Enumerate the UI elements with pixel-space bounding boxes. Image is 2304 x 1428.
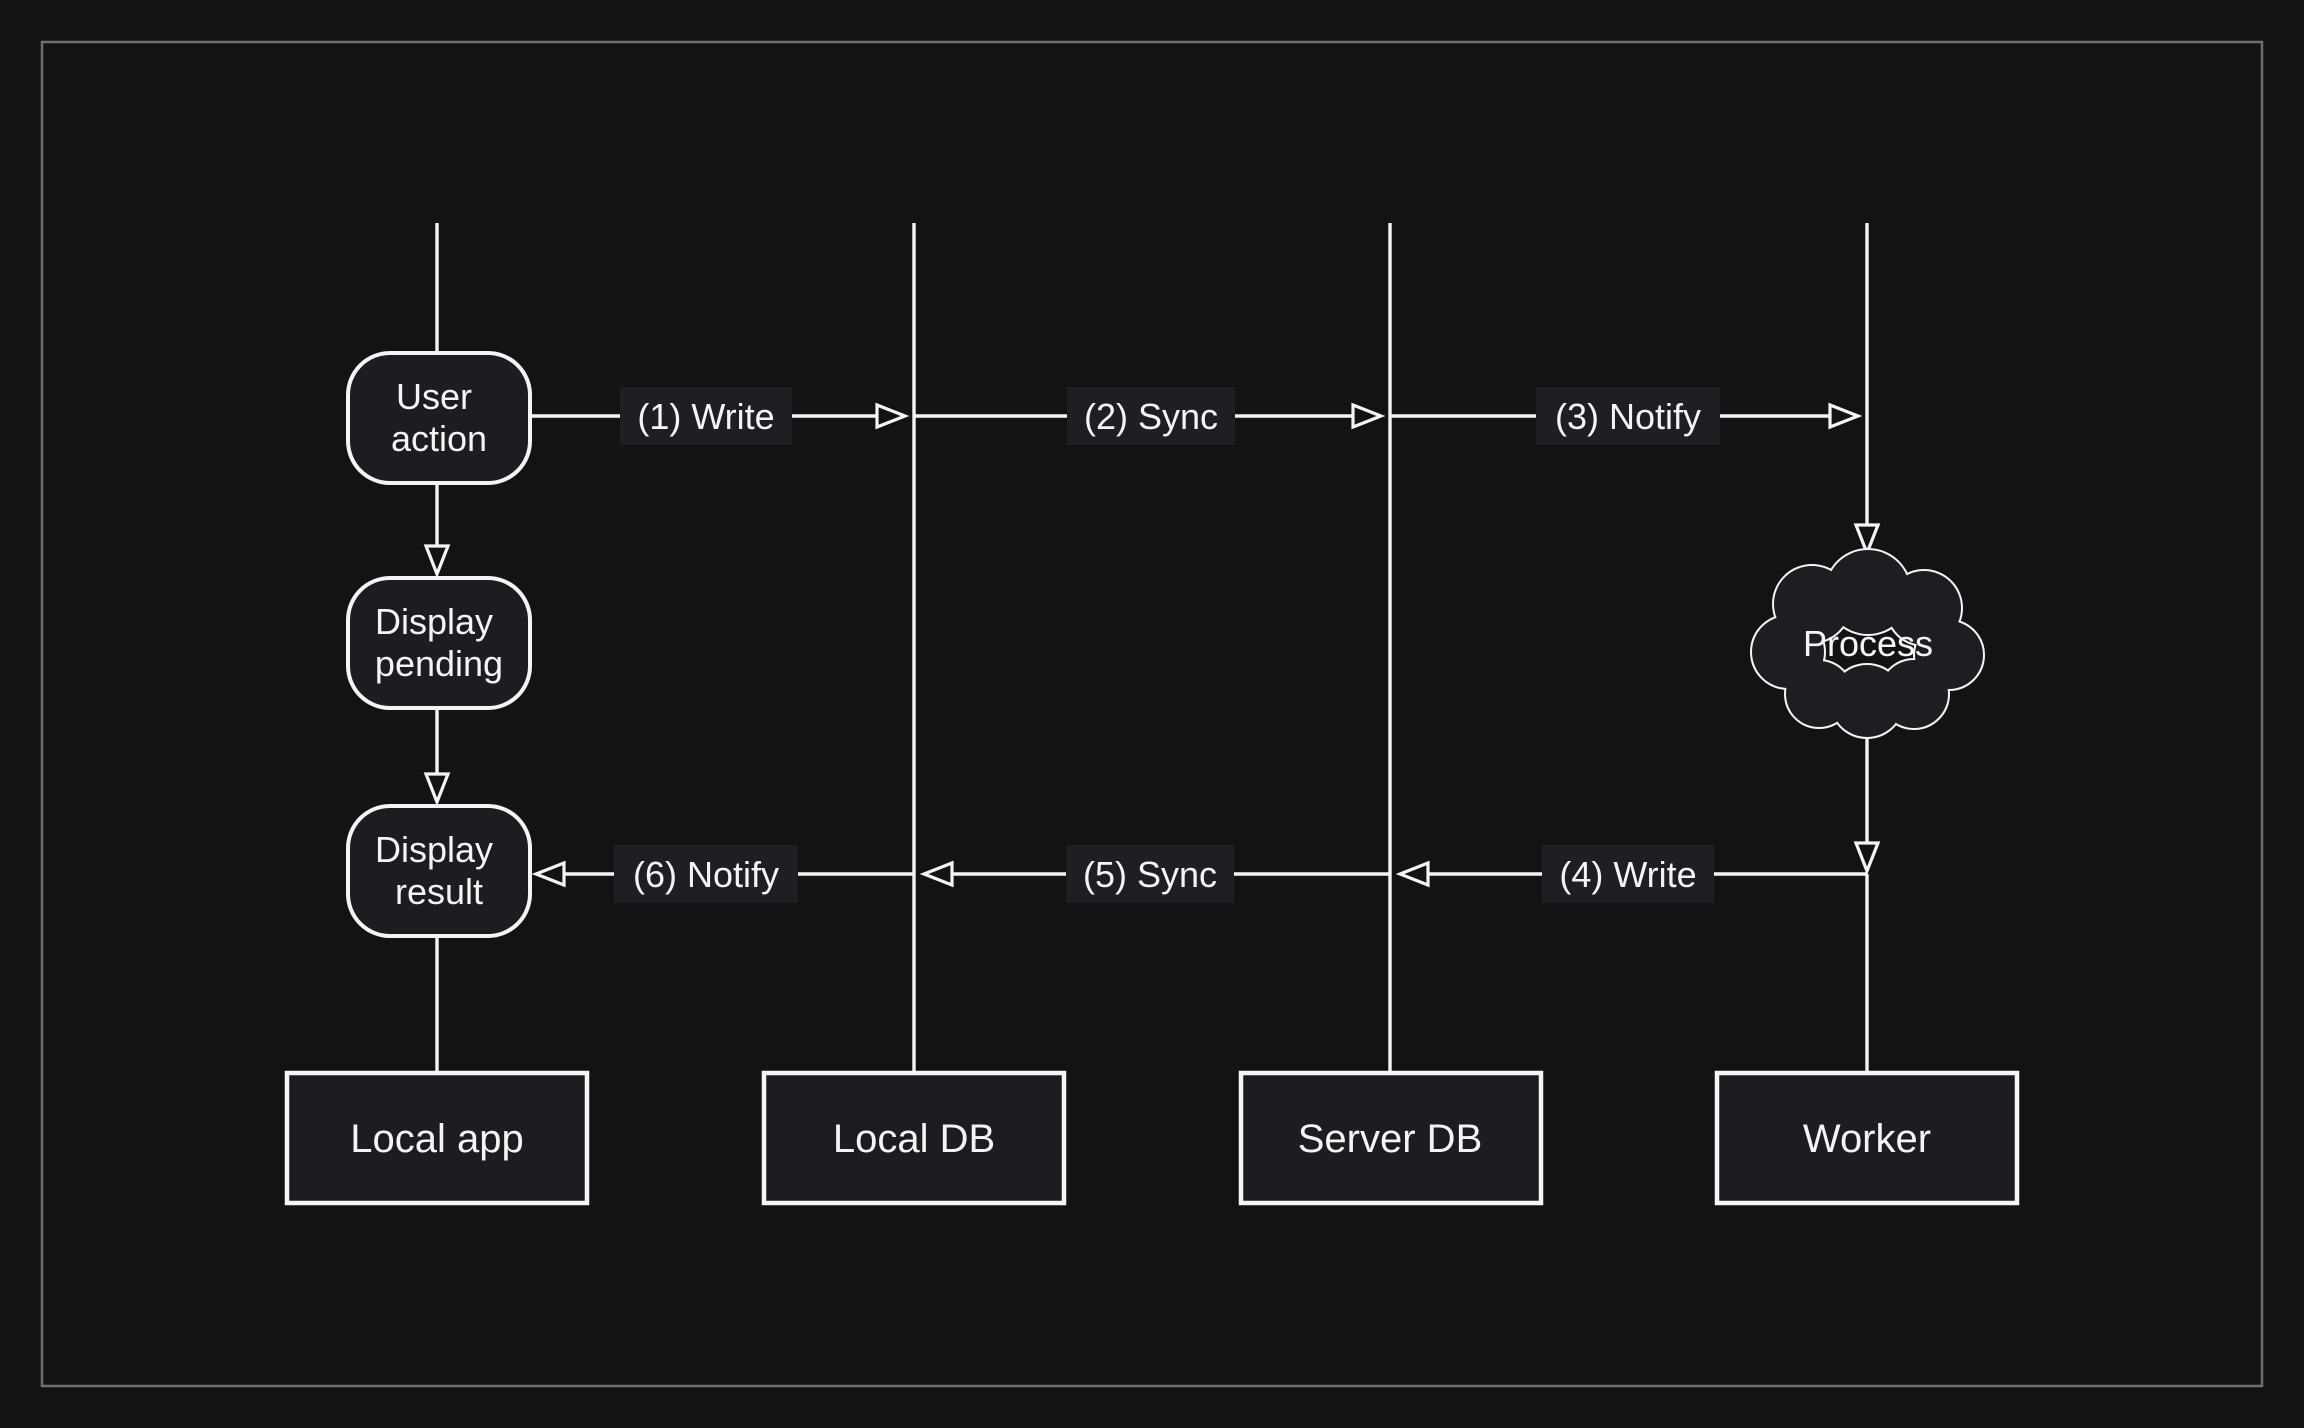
message-labels-row1: (1) Write (2) Sync (3) Notify [620, 387, 1720, 445]
message-label-5-sync: (5) Sync [1083, 854, 1217, 895]
left-column-arrows [423, 483, 451, 807]
message-labels-row2: (4) Write (5) Sync (6) Notify [614, 845, 1714, 903]
arrow-5-sync-head-icon [919, 860, 954, 888]
arrow-process-to-write-head-icon [1853, 841, 1881, 876]
actor-label-server-db: Server DB [1298, 1117, 1483, 1161]
process-cloud-label: Process [1803, 623, 1933, 664]
actor-boxes: Local app Local DB Server DB Worker [284, 1070, 2020, 1206]
label-bg-4-write [1542, 845, 1714, 903]
process-cloud: Process [1750, 548, 1985, 739]
message-label-4-write: (4) Write [1559, 854, 1696, 895]
actor-box-local-app [284, 1070, 590, 1206]
node-user-action [346, 351, 532, 485]
arrow-user-to-pending-head-icon [423, 544, 451, 579]
arrow-notify-to-process-head-icon [1853, 523, 1881, 558]
node-user-action-label: User action [391, 376, 487, 459]
label-bg-2-sync [1067, 387, 1235, 445]
actor-box-worker [1714, 1070, 2020, 1206]
arrow-2-sync-head-icon [1351, 402, 1386, 430]
actor-label-worker: Worker [1803, 1117, 1931, 1161]
label-bg-1-write [620, 387, 792, 445]
frame-border [40, 40, 2264, 1388]
message-label-6-notify: (6) Notify [633, 854, 779, 895]
node-display-pending [346, 576, 532, 710]
node-display-result [346, 804, 532, 938]
node-display-result-label: Display result [375, 829, 503, 912]
arrow-3-notify-head-icon [1828, 402, 1863, 430]
node-display-pending-label: Display pending [375, 601, 503, 684]
label-bg-3-notify [1536, 387, 1720, 445]
worker-column-arrows [1853, 523, 1881, 876]
lifelines [435, 223, 1869, 1073]
arrow-6-notify-head-icon [531, 860, 566, 888]
message-label-2-sync: (2) Sync [1084, 396, 1218, 437]
label-bg-6-notify [614, 845, 798, 903]
actor-label-local-app: Local app [350, 1117, 523, 1161]
message-label-3-notify: (3) Notify [1555, 396, 1701, 437]
state-nodes: User action Display pending Display resu… [346, 351, 532, 938]
arrow-4-write-head-icon [1395, 860, 1430, 888]
actor-label-local-db: Local DB [833, 1117, 995, 1161]
label-bg-5-sync [1066, 845, 1234, 903]
arrow-1-write-head-icon [875, 402, 910, 430]
cloud-interior [1752, 550, 1983, 737]
actor-box-server-db [1238, 1070, 1544, 1206]
message-label-1-write: (1) Write [637, 396, 774, 437]
actor-box-local-db [761, 1070, 1067, 1206]
arrow-pending-to-result-head-icon [423, 772, 451, 807]
